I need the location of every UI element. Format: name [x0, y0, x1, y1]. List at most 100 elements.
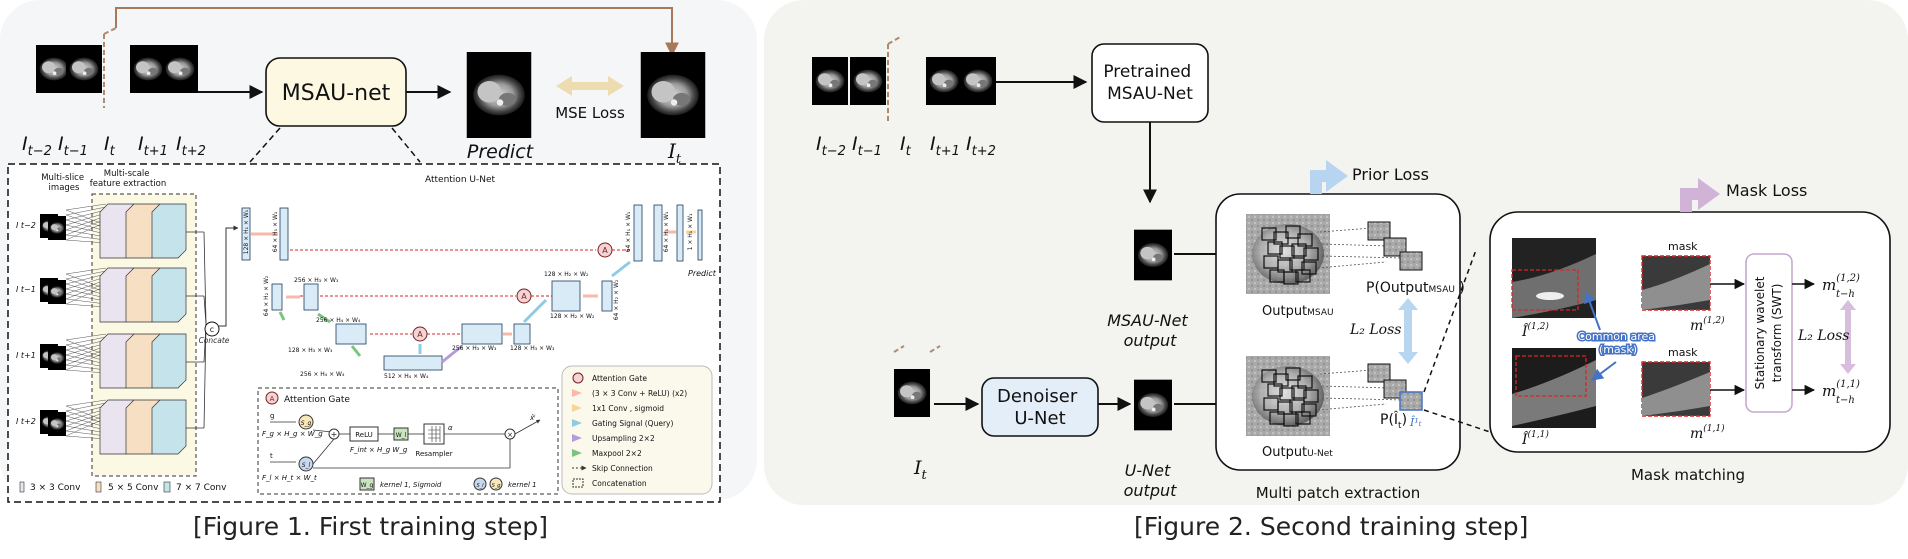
- slice-label: I t−2: [16, 221, 36, 230]
- legend-label: Skip Connection: [592, 464, 653, 473]
- patch-box: [1297, 233, 1313, 247]
- svg-text:64 × H₂ × W₂: 64 × H₂ × W₂: [613, 279, 620, 320]
- target-ct-image: [640, 52, 706, 138]
- output-msau-image: [1246, 214, 1330, 294]
- patch-stack-unet: [1367, 363, 1423, 411]
- slice-label: I t+2: [16, 417, 36, 426]
- svg-text:7 × 7 Conv: 7 × 7 Conv: [176, 483, 227, 493]
- svg-text:It−2: It−2: [816, 133, 846, 159]
- attention-gate-inset: [257, 387, 559, 495]
- patch-it11: [1512, 348, 1596, 428]
- patch-box: [1279, 245, 1295, 259]
- conv-block: [151, 399, 187, 455]
- svg-text:128 × H₃ × W₃: 128 × H₃ × W₃: [510, 345, 555, 352]
- mask-matching-label: Mask matching: [1631, 466, 1745, 484]
- patch-box: [1261, 227, 1277, 241]
- svg-text:kernel 1: kernel 1: [508, 481, 537, 489]
- figure2-panel: It−2 It−1 It It+1 It+2 Pretrained MSAU-N…: [764, 0, 1908, 505]
- attention-gate-title: Attention Gate: [284, 395, 350, 405]
- legend-label: Concatenation: [592, 479, 647, 488]
- legend-label: Gating Signal (Query): [592, 419, 673, 428]
- legend-label: (3 × 3 Conv + ReLU) (x2): [592, 389, 687, 398]
- output-unet-image: [1246, 356, 1330, 436]
- conv-legend: 3 × 3 Conv 5 × 5 Conv 7 × 7 Conv: [19, 481, 227, 493]
- legend-arrow-icon: [572, 404, 582, 412]
- legend-label: Upsampling 2×2: [592, 434, 655, 443]
- swt-label-1: Stationary wavelet: [1753, 276, 1767, 389]
- legend-label: Maxpool 2×2: [592, 449, 642, 458]
- attention-unet-title: Attention U-Net: [425, 175, 496, 185]
- target-skip-arrow: [115, 7, 679, 57]
- svg-text:S_l: S_l: [476, 483, 484, 489]
- predict-small-label: Predict: [688, 269, 717, 278]
- legend-arrow-icon: [572, 449, 582, 457]
- multi-scale-row: I t+1: [16, 323, 207, 389]
- slice-label: I t+1: [16, 351, 36, 360]
- patch-box: [1261, 369, 1277, 383]
- msau-net-label: MSAU-net: [282, 81, 391, 106]
- it12-label: Î(1,2): [1521, 321, 1549, 340]
- noisy-input-ct: [894, 369, 930, 417]
- svg-text:1 × H₁ × W₁: 1 × H₁ × W₁: [687, 213, 694, 250]
- concat-circle: [204, 321, 220, 337]
- input-it-label: It: [913, 457, 928, 483]
- slice-thumb: [48, 280, 66, 304]
- patch-box: [1283, 413, 1299, 427]
- input-slices-fig1: [36, 27, 198, 108]
- conv-block: [151, 333, 187, 389]
- svg-text:It+2: It+2: [966, 133, 996, 159]
- patch-box: [1267, 383, 1283, 397]
- svg-text:256 × H₃ × W₃: 256 × H₃ × W₃: [294, 277, 339, 284]
- mask-loss-arrow: [1680, 178, 1720, 212]
- svg-text:128 × H₂ × W₂: 128 × H₂ × W₂: [544, 271, 589, 278]
- svg-text:It: It: [900, 133, 912, 159]
- patch-box: [1295, 269, 1311, 283]
- patch-it12: [1511, 238, 1596, 318]
- msau-output-label: MSAU-Net output: [1107, 311, 1193, 350]
- svg-text:64 × H₁ × W₁: 64 × H₁ × W₁: [272, 211, 279, 252]
- target-label: It: [667, 139, 682, 167]
- svg-text:64 × H₁ × W₁: 64 × H₁ × W₁: [663, 211, 670, 252]
- svg-text:It−1: It−1: [852, 133, 882, 159]
- slice-label: I t−1: [16, 285, 36, 294]
- svg-text:A: A: [602, 246, 608, 255]
- l2-loss-label: L₂ Loss: [1349, 322, 1401, 338]
- svg-text:Resampler: Resampler: [415, 450, 452, 458]
- frame-labels-fig2: It−2 It−1 It It+1 It+2: [816, 133, 996, 159]
- msau-output-ct: [1134, 229, 1172, 281]
- mask-loss-label: Mask Loss: [1726, 181, 1807, 200]
- it11-label: Î(1,1): [1521, 429, 1549, 448]
- label-it+2: It+2: [176, 133, 206, 159]
- swt-label-2: transform (SWT): [1770, 284, 1784, 383]
- p-it-label: P(Ît): [1380, 410, 1407, 431]
- slice-thumb: [48, 346, 66, 370]
- svg-text:5 × 5 Conv: 5 × 5 Conv: [108, 483, 159, 493]
- l2-loss-right-label: L₂ Loss: [1797, 328, 1849, 344]
- pretrained-msau-label: Pretrained MSAU-Net: [1103, 62, 1196, 104]
- svg-text:α: α: [448, 424, 453, 432]
- input-slices-fig2: [812, 35, 996, 124]
- svg-text:+: +: [331, 430, 338, 439]
- svg-text:A: A: [270, 395, 275, 403]
- label-it-1: It−1: [58, 133, 88, 159]
- svg-text:128 × H₂ × W₂: 128 × H₂ × W₂: [550, 313, 595, 320]
- label-it-2: It−2: [22, 133, 52, 159]
- svg-text:S_l: S_l: [302, 462, 311, 469]
- l2-loss-arrow: [1398, 298, 1418, 364]
- svg-text:Common area (mask): Common area (mask): [1577, 330, 1658, 356]
- mask-label-1: mask: [1668, 240, 1698, 253]
- patch-box: [1291, 385, 1307, 399]
- patch-box: [1297, 375, 1313, 389]
- svg-text:128 × H₃ × W₃: 128 × H₃ × W₃: [288, 347, 333, 354]
- denoiser-unet-label: Denoiser U-Net: [997, 386, 1083, 429]
- p-output-msau-label: P(OutputMSAU ): [1366, 280, 1465, 296]
- svg-text:A: A: [521, 292, 527, 301]
- slice-thumb: [48, 216, 66, 240]
- predict-ct-image: [466, 52, 532, 138]
- patch-box: [1295, 411, 1311, 425]
- mth12-label: m(1,2)t−h: [1822, 273, 1860, 300]
- multi-scale-row: I t+2: [16, 323, 207, 455]
- output-msau-label: OutputMSAU: [1262, 304, 1334, 319]
- patch-box: [1303, 247, 1319, 261]
- multi-patch-label: Multi patch extraction: [1256, 484, 1421, 502]
